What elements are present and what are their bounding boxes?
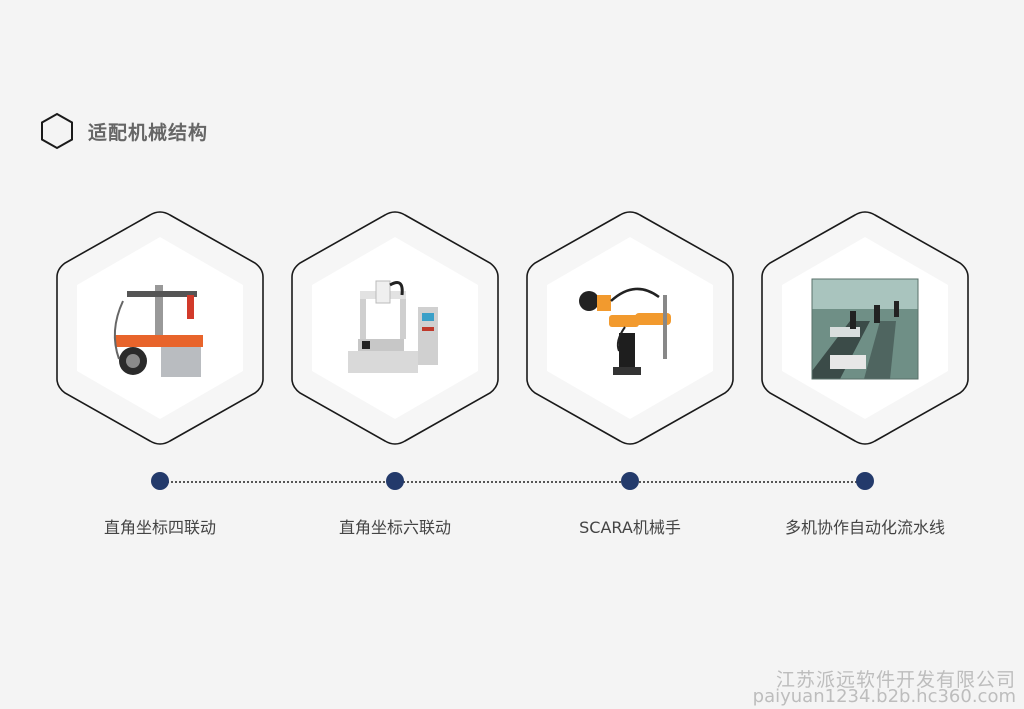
timeline-dot (386, 472, 404, 490)
item-label-gantry-4axis: 直角坐标四联动 (103, 518, 216, 537)
item-label-production-line: 多机协作自动化流水线 (784, 518, 945, 537)
hexagon-outline-icon (41, 112, 73, 150)
hex-card-gantry-6axis[interactable] (290, 211, 500, 445)
watermark-company: 江苏派远软件开发有限公司 (775, 669, 1016, 691)
watermark-url: paiyuan1234.b2b.hc360.com (752, 686, 1016, 707)
automated-production-line-image (811, 278, 919, 380)
hex-card-scara[interactable] (525, 211, 735, 445)
section-title: 适配机械结构 (88, 121, 209, 144)
hex-card-production-line[interactable] (760, 211, 970, 445)
timeline-dot (856, 472, 874, 490)
timeline-dot (621, 472, 639, 490)
orange-scara-arm-image (579, 287, 671, 375)
hexagon-frame (291, 211, 499, 445)
section-header: 适配机械结构 (40, 112, 208, 150)
welding-gantry-machine-image (113, 285, 203, 377)
hex-card-gantry-4axis[interactable] (55, 211, 265, 445)
item-label-gantry-6axis: 直角坐标六联动 (338, 518, 451, 537)
hexagon-frame (526, 211, 734, 445)
timeline-dot (151, 472, 169, 490)
timeline-line (160, 481, 865, 483)
item-label-scara: SCARA机械手 (579, 518, 681, 537)
desktop-dispensing-robot-image (348, 280, 438, 373)
